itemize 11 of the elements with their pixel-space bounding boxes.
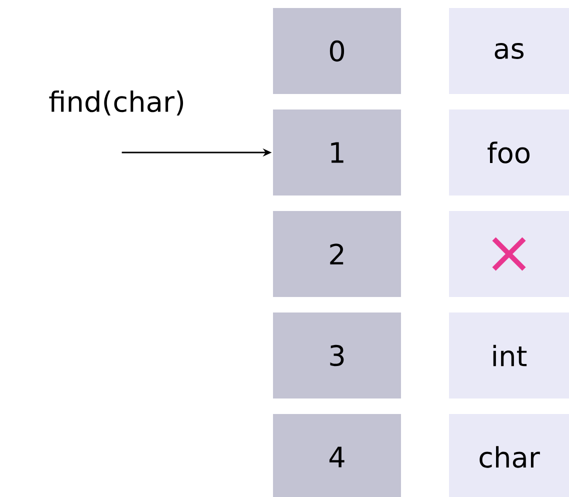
value-box: foo [449, 110, 569, 196]
index-box: 0 [273, 8, 401, 94]
index-box: 4 [273, 414, 401, 497]
index-box: 1 [273, 110, 401, 196]
value-box [449, 211, 569, 297]
index-box: 2 [273, 211, 401, 297]
call-label: find(char) [49, 90, 184, 116]
value-box: as [449, 8, 569, 94]
value-box: char [449, 414, 569, 497]
index-box: 3 [273, 312, 401, 398]
value-box: int [449, 312, 569, 398]
